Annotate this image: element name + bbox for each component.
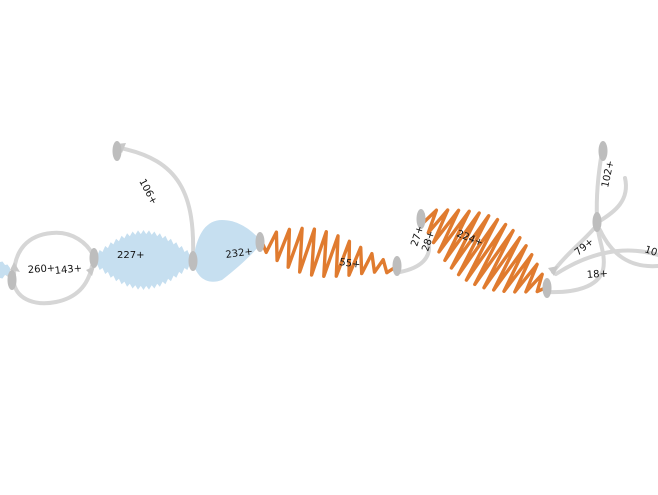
orange-edges [260, 208, 547, 294]
arrowhead-79 [548, 266, 558, 276]
edge-right-a [596, 176, 628, 224]
label-260: 260+ [27, 263, 55, 276]
node-d [188, 251, 198, 271]
edge-106 [118, 146, 196, 260]
node-g [416, 209, 426, 229]
nodes [7, 141, 608, 298]
edge-loop-top [12, 230, 96, 278]
node-e [255, 232, 265, 252]
label-10: 10 [643, 244, 658, 258]
arrowhead-loop-bottom [86, 266, 95, 276]
edge-18 [546, 228, 606, 295]
node-h [542, 278, 552, 298]
edge-224-zigzag [421, 208, 547, 294]
node-a [7, 270, 17, 290]
edge-227-ribbon [97, 230, 190, 290]
gray-edges [0, 146, 658, 306]
edge-blue-left-stub [0, 261, 10, 279]
edge-10 [554, 248, 658, 276]
node-i [592, 212, 602, 232]
edge-to-g [398, 238, 432, 274]
node-f [392, 256, 402, 276]
edge-232-ribbon [193, 220, 262, 282]
label-18: 18+ [586, 269, 608, 281]
label-227: 227+ [117, 250, 144, 261]
label-102: 102+ [600, 159, 616, 188]
node-top-106 [112, 141, 122, 161]
edge-right-exit [598, 228, 658, 269]
label-55: 55+ [339, 257, 361, 271]
edge-55-zigzag [260, 226, 396, 278]
blue-edges [0, 220, 262, 290]
label-232: 232+ [225, 246, 254, 261]
node-j [598, 141, 608, 161]
label-143: 143+ [54, 263, 82, 277]
node-b [89, 248, 99, 268]
edge-loop-bottom [12, 264, 94, 306]
label-106: 106+ [136, 177, 159, 206]
arrowhead-left [10, 262, 20, 272]
